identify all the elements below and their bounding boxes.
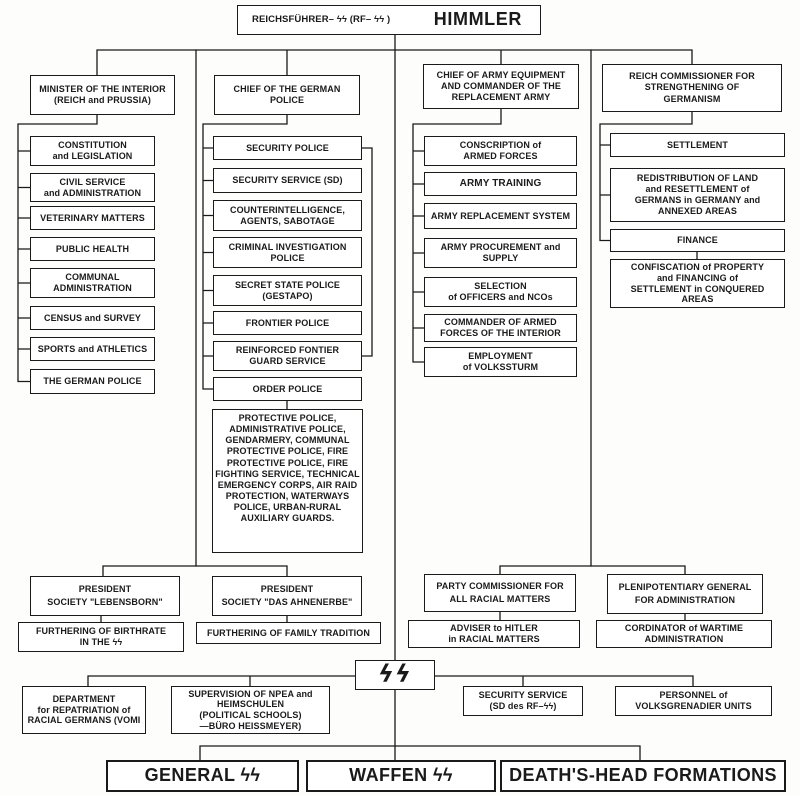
army-replacement-system-box: ARMY REPLACEMENT SYSTEM: [424, 203, 577, 229]
birthrate-box: FURTHERING OF BIRTHRATE IN THE ϟϟ: [18, 622, 184, 652]
top-branch-line: [96, 49, 693, 76]
volkssturm-box: EMPLOYMENT of VOLKSSTURM: [424, 347, 577, 377]
vomi-box: DEPARTMENT for REPATRIATION of RACIAL GE…: [22, 686, 146, 734]
npea-supervision-box: SUPERVISION OF NPEA and HEIMSCHULEN (POL…: [171, 686, 330, 734]
formations-branch-line: [199, 689, 641, 761]
family-tradition-box: FURTHERING OF FAMILY TRADITION: [196, 622, 381, 644]
ahnenerbe-president-box: PRESIDENT SOCIETY "DAS AHNENERBE": [212, 576, 362, 616]
frontier-police-box: FRONTIER POLICE: [213, 311, 362, 335]
germanism-bracket: [599, 111, 698, 260]
criminal-investigation-police-box: CRIMINAL INVESTIGATION POLICE: [213, 237, 362, 268]
army-procurement-box: ARMY PROCUREMENT and SUPPLY: [424, 238, 577, 268]
army-chief-box: CHIEF OF ARMY EQUIPMENT AND COMMANDER OF…: [423, 64, 579, 109]
finance-box: FINANCE: [610, 229, 785, 252]
communal-administration-box: COMMUNAL ADMINISTRATION: [30, 268, 155, 298]
settlement-box: SETTLEMENT: [610, 133, 785, 157]
lower-right-branch: [499, 565, 686, 621]
germanism-commissioner-box: REICH COMMISSIONER FOR STRENGTHENING OF …: [602, 64, 782, 112]
interior-bracket: [17, 114, 98, 383]
head-name: HIMMLER: [433, 9, 522, 30]
deaths-head-box: DEATH'S-HEAD FORMATIONS: [500, 760, 786, 792]
wartime-coordinator-box: CORDINATOR of WARTIME ADMINISTRATION: [596, 620, 772, 648]
racial-commissioner-box: PARTY COMMISSIONER FOR ALL RACIAL MATTER…: [424, 574, 576, 612]
frontier-guard-service-box: REINFORCED FONTIER GUARD SERVICE: [213, 341, 362, 371]
veterinary-matters-box: VETERINARY MATTERS: [30, 206, 155, 230]
security-service-sd-box: SECURITY SERVICE (SD): [213, 168, 362, 193]
head-box: REICHSFÜHRER– ϟϟ (RF– ϟϟ ) HIMMLER: [237, 5, 541, 35]
officer-selection-box: SELECTION of OFFICERS and NCOs: [424, 277, 577, 307]
police-chief-box: CHIEF OF THE GERMAN POLICE: [214, 75, 360, 115]
ss-branch-line: [87, 675, 694, 687]
counterintelligence-box: COUNTERINTELLIGENCE, AGENTS, SABOTAGE: [213, 200, 362, 231]
security-police-bracket: [361, 147, 373, 357]
sd-rf-box: SECURITY SERVICE (SD des RF–ϟϟ): [463, 686, 583, 716]
order-police-branches-box: PROTECTIVE POLICE, ADMINISTRATIVE POLICE…: [212, 409, 363, 553]
interior-minister-box: MINISTER OF THE INTERIOR (REICH and PRUS…: [30, 75, 175, 115]
public-health-box: PUBLIC HEALTH: [30, 237, 155, 261]
lower-left-branch: [100, 565, 288, 623]
gestapo-box: SECRET STATE POLICE (GESTAPO): [213, 275, 362, 306]
army-training-box: ARMY TRAINING: [424, 172, 577, 196]
resettlement-box: REDISTRIBUTION OF LAND and RESETTLEMENT …: [610, 168, 785, 222]
general-ss-box: GENERAL ϟϟ: [106, 760, 299, 792]
sports-athletics-box: SPORTS and ATHLETICS: [30, 337, 155, 361]
lebensborn-president-box: PRESIDENT SOCIETY "LEBENSBORN": [30, 576, 180, 616]
order-police-box: ORDER POLICE: [213, 377, 362, 401]
interior-forces-commander-box: COMMANDER OF ARMED FORCES OF THE INTERIO…: [424, 314, 577, 342]
volksgrenadier-personnel-box: PERSONNEL of VOLKSGRENADIER UNITS: [615, 686, 772, 716]
army-bracket: [412, 108, 502, 363]
ss-box: ϟϟ: [355, 660, 435, 690]
racial-adviser-box: ADVISER to HITLER in RACIAL MATTERS: [408, 620, 580, 648]
head-title-prefix: REICHSFÜHRER– ϟϟ (RF– ϟϟ ): [252, 14, 391, 26]
constitution-legislation-box: CONSTITUTION and LEGISLATION: [30, 136, 155, 166]
plenipotentiary-box: PLENIPOTENTIARY GENERAL FOR ADMINISTRATI…: [607, 574, 763, 614]
police-bracket: [202, 114, 288, 390]
waffen-ss-box: WAFFEN ϟϟ: [306, 760, 496, 792]
conscription-box: CONSCRIPTION of ARMED FORCES: [424, 136, 577, 166]
german-police-box: THE GERMAN POLICE: [30, 369, 155, 394]
confiscation-box: CONFISCATION of PROPERTY and FINANCING o…: [610, 259, 785, 308]
security-police-box: SECURITY POLICE: [213, 136, 362, 160]
census-survey-box: CENSUS and SURVEY: [30, 306, 155, 330]
civil-service-box: CIVIL SERVICE and ADMINISTRATION: [30, 173, 155, 202]
